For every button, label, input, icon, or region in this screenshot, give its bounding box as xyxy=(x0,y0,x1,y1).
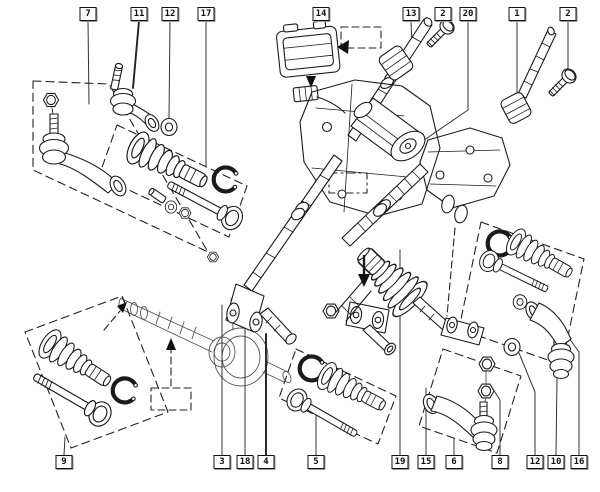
bolt-2b xyxy=(544,65,580,101)
callout-20[interactable]: 20 xyxy=(459,7,477,21)
callout-6[interactable]: 6 xyxy=(445,455,463,469)
callout-14[interactable]: 14 xyxy=(312,7,330,21)
callout-12-top[interactable]: 12 xyxy=(161,7,179,21)
outer-tie-rod-end-10 xyxy=(525,301,575,380)
outer-tie-rod-end-6 xyxy=(422,393,498,452)
nut-8 xyxy=(478,356,496,372)
callout-5[interactable]: 5 xyxy=(307,455,325,469)
callout-2-a[interactable]: 2 xyxy=(434,7,452,21)
assist-motor xyxy=(350,97,426,162)
circlip-9 xyxy=(109,375,140,406)
kit-6-parts xyxy=(422,337,521,452)
manual-column-assembly xyxy=(335,26,557,346)
fit-arrow xyxy=(358,254,370,287)
kit-right-parts xyxy=(475,225,579,380)
rack-end-cone xyxy=(335,281,372,322)
callout-19[interactable]: 19 xyxy=(391,455,409,469)
leader-9 xyxy=(63,436,66,456)
empty-box-a xyxy=(150,387,192,411)
boot-5 xyxy=(313,359,392,420)
outer-tie-rod-end-7 xyxy=(38,92,127,197)
kit-right-outline xyxy=(458,221,585,366)
arrow-to-module xyxy=(337,40,349,54)
callout-2-b[interactable]: 2 xyxy=(559,7,577,21)
washer-17 xyxy=(164,200,178,214)
kit-5-parts xyxy=(282,354,392,445)
leader-lines xyxy=(63,20,580,456)
u-joint-yoke xyxy=(225,283,297,345)
leader-7 xyxy=(87,20,90,105)
column-lock xyxy=(500,92,532,124)
kit-9-outline xyxy=(24,295,169,449)
module-14 xyxy=(276,20,349,114)
lower-shaft xyxy=(243,154,343,292)
callout-7[interactable]: 7 xyxy=(79,7,97,21)
callout-17[interactable]: 17 xyxy=(197,7,215,21)
callout-12-bottom[interactable]: 12 xyxy=(526,455,544,469)
module-connector xyxy=(292,85,319,103)
circlip-17 xyxy=(211,165,241,195)
callout-15[interactable]: 15 xyxy=(417,455,435,469)
intermediate-shaft xyxy=(341,163,429,247)
washer-12-bottom xyxy=(503,337,521,357)
assembly-axis-dash xyxy=(446,227,456,317)
column-upper-shaft xyxy=(517,26,557,99)
leader-10 xyxy=(555,377,558,456)
callout-13[interactable]: 13 xyxy=(402,7,420,21)
kit-5-outline xyxy=(278,348,397,445)
leader-11 xyxy=(132,20,140,89)
callout-10[interactable]: 10 xyxy=(547,455,565,469)
pinion-clamp-cluster xyxy=(322,301,396,356)
empty-box-c xyxy=(328,172,368,194)
kit-7-outline xyxy=(32,80,209,253)
nut-17 xyxy=(178,207,192,219)
box-a-fit-arrow xyxy=(166,338,176,387)
empty-box-b xyxy=(340,26,382,49)
leader-12-top xyxy=(168,20,171,120)
nut-15 xyxy=(477,383,495,399)
outer-tie-rod-end-11 xyxy=(109,62,160,132)
leader-20 xyxy=(413,20,469,148)
washer-12-top xyxy=(160,117,178,137)
kit-17-outline xyxy=(98,124,248,238)
callout-18[interactable]: 18 xyxy=(236,455,254,469)
arrow-to-connector xyxy=(306,76,316,88)
leader-16 xyxy=(568,337,580,456)
ignition-lock xyxy=(378,45,414,81)
column-u-joint xyxy=(441,194,468,224)
callout-8[interactable]: 8 xyxy=(491,455,509,469)
callout-1[interactable]: 1 xyxy=(508,7,526,21)
kit-9-fit-arrow xyxy=(103,302,127,331)
callout-4[interactable]: 4 xyxy=(257,455,275,469)
callout-3[interactable]: 3 xyxy=(213,455,231,469)
connector-wire xyxy=(316,96,346,114)
small-nut-column xyxy=(207,251,219,263)
washer-right xyxy=(512,294,528,310)
lock-nut-7 xyxy=(42,92,60,108)
callout-11[interactable]: 11 xyxy=(130,7,148,21)
callout-9[interactable]: 9 xyxy=(55,455,73,469)
kit-17-parts xyxy=(121,128,248,234)
pin-17 xyxy=(148,187,167,204)
eps-column-assembly xyxy=(207,17,441,345)
rack-stub-clamp xyxy=(412,296,485,346)
kit-9-parts xyxy=(27,325,141,431)
leader-12-bottom xyxy=(518,352,536,456)
callout-16[interactable]: 16 xyxy=(570,455,588,469)
